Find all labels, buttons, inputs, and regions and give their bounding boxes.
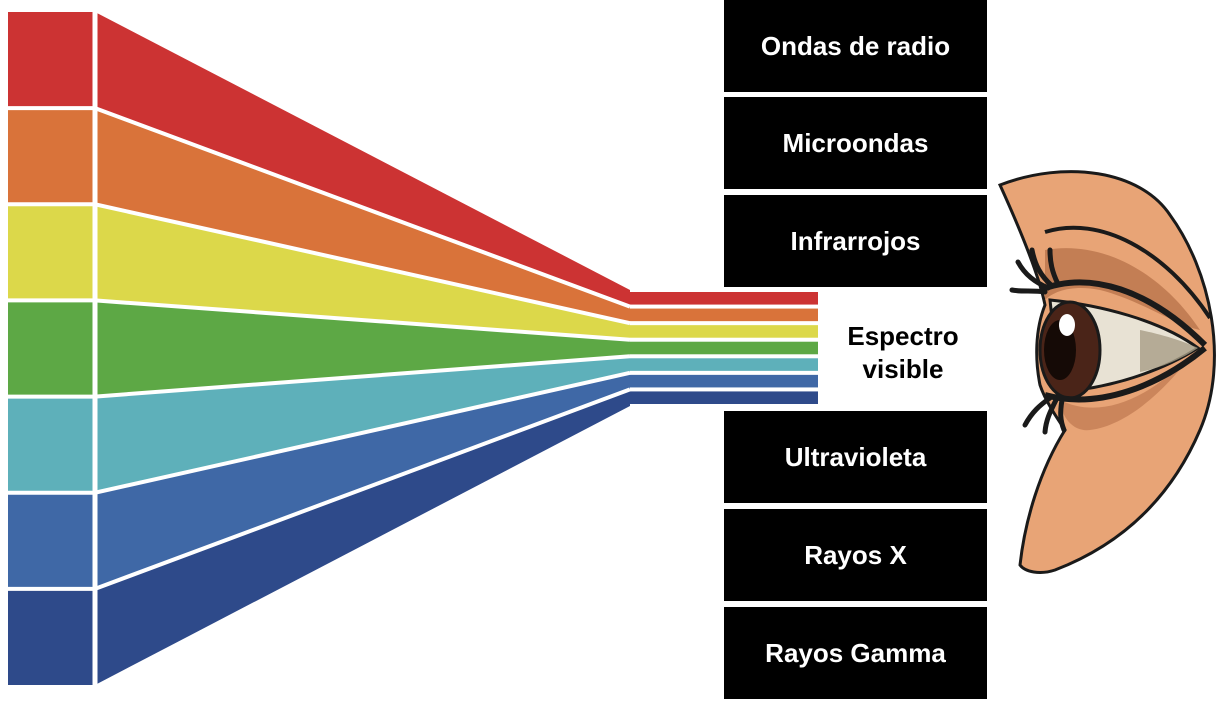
- eye-illustration: [997, 170, 1216, 574]
- band-block-indigo: [8, 588, 95, 685]
- visible-strip-cyan: [630, 358, 818, 371]
- visible-strip-yellow: [630, 325, 818, 338]
- eye-white-shade: [1140, 330, 1198, 372]
- band-wedge-yellow: [95, 204, 630, 340]
- band-wedge-cyan: [95, 356, 630, 493]
- visible-spectrum-label: Espectro visible: [820, 300, 986, 406]
- band-infrared-label: Infrarrojos: [790, 225, 921, 256]
- band-wedge-green: [95, 300, 630, 397]
- visible-strip-blue: [630, 374, 818, 388]
- lower-lid-shadow: [1060, 350, 1195, 431]
- band-block-green: [8, 300, 95, 397]
- visible-strip-indigo: [630, 391, 818, 404]
- band-block-cyan: [8, 396, 95, 493]
- band-block-red: [8, 12, 95, 109]
- band-infrared: Infrarrojos: [724, 195, 987, 287]
- band-radio-waves: Ondas de radio: [724, 0, 987, 92]
- visible-spectrum-strips: [630, 292, 818, 404]
- band-ultraviolet-label: Ultravioleta: [784, 441, 927, 472]
- band-wedge-blue: [95, 372, 630, 589]
- band-gamma-rays: Rayos Gamma: [724, 607, 987, 699]
- band-gamma-rays-label: Rayos Gamma: [765, 637, 946, 668]
- rainbow-wedges: [8, 12, 630, 685]
- band-block-blue: [8, 492, 95, 589]
- visible-spectrum-line1: Espectro: [847, 321, 959, 351]
- band-microwaves: Microondas: [724, 97, 987, 189]
- visible-strip-orange: [630, 308, 818, 322]
- band-ultraviolet: Ultravioleta: [724, 411, 987, 503]
- visible-spectrum-line2: visible: [862, 354, 944, 384]
- band-x-rays: Rayos X: [724, 509, 987, 601]
- visible-strip-green: [630, 341, 818, 355]
- eye-highlight: [1059, 314, 1075, 336]
- band-wedge-red: [95, 12, 630, 307]
- band-block-orange: [8, 108, 95, 205]
- rainbow-dividers: [8, 12, 631, 685]
- visible-strip-red: [630, 292, 818, 305]
- upper-eyelashes: [1009, 247, 1061, 295]
- band-x-rays-label: Rayos X: [804, 539, 907, 570]
- band-wedge-indigo: [95, 389, 630, 685]
- band-block-yellow: [8, 204, 95, 301]
- band-microwaves-label: Microondas: [782, 127, 929, 158]
- lower-eyelid-line: [1044, 345, 1207, 403]
- upper-crease-line: [1044, 225, 1212, 320]
- band-wedge-orange: [95, 108, 630, 324]
- lower-eyelashes: [1022, 395, 1067, 435]
- band-radio-waves-label: Ondas de radio: [760, 30, 951, 61]
